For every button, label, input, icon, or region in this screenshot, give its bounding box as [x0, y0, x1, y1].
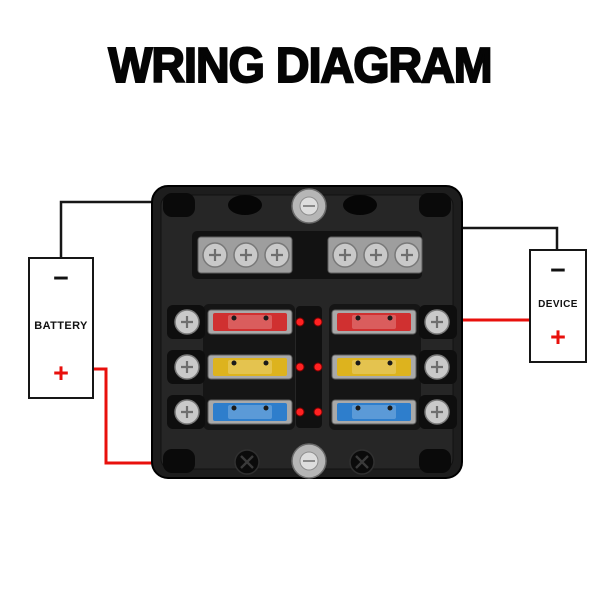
main-terminal-screw-top: [291, 188, 327, 224]
fuse-yellow-right: [331, 354, 417, 380]
bus-screw: [232, 241, 260, 269]
bus-screw: [331, 241, 359, 269]
fuse-red-right: [331, 309, 417, 335]
led-indicator: [295, 317, 305, 327]
top-cap-right: [343, 195, 377, 215]
battery-label: BATTERY: [34, 320, 88, 332]
corner-cap-bottom-left: [163, 449, 195, 473]
terminal-screw: [423, 308, 451, 336]
fuse-red-left: [207, 309, 293, 335]
corner-cap-bottom-right: [419, 449, 451, 473]
device-plus-label: +: [550, 322, 566, 352]
fuse-blue-left: [207, 399, 293, 425]
device-minus-label: −: [550, 255, 566, 285]
led-strip: [296, 306, 322, 428]
bus-screw: [201, 241, 229, 269]
device-box: − DEVICE +: [529, 249, 587, 363]
led-indicator: [313, 362, 323, 372]
led-indicator: [313, 407, 323, 417]
fuse-blue-right: [331, 399, 417, 425]
led-indicator: [295, 407, 305, 417]
corner-cap-top-left: [163, 193, 195, 217]
battery-minus-label: −: [53, 263, 69, 293]
terminal-screw: [173, 308, 201, 336]
bus-screw: [362, 241, 390, 269]
fuse-box: [151, 185, 463, 479]
corner-cap-top-right: [419, 193, 451, 217]
wire-device-negative: [458, 226, 559, 250]
page-title: WRING DIAGRAM: [107, 38, 493, 94]
battery-box: − BATTERY +: [28, 257, 94, 399]
terminal-screw: [423, 398, 451, 426]
battery-plus-label: +: [53, 358, 69, 388]
terminal-screw: [423, 353, 451, 381]
bus-screw: [263, 241, 291, 269]
wire-battery-negative: [59, 200, 156, 258]
main-terminal-screw-bottom: [291, 443, 327, 479]
bus-screw: [393, 241, 421, 269]
top-cap-left: [228, 195, 262, 215]
fuse-yellow-left: [207, 354, 293, 380]
led-indicator: [295, 362, 305, 372]
bottom-screw-right: [348, 448, 376, 476]
led-indicator: [313, 317, 323, 327]
terminal-screw: [173, 398, 201, 426]
device-label: DEVICE: [538, 298, 578, 310]
terminal-screw: [173, 353, 201, 381]
bottom-screw-left: [233, 448, 261, 476]
